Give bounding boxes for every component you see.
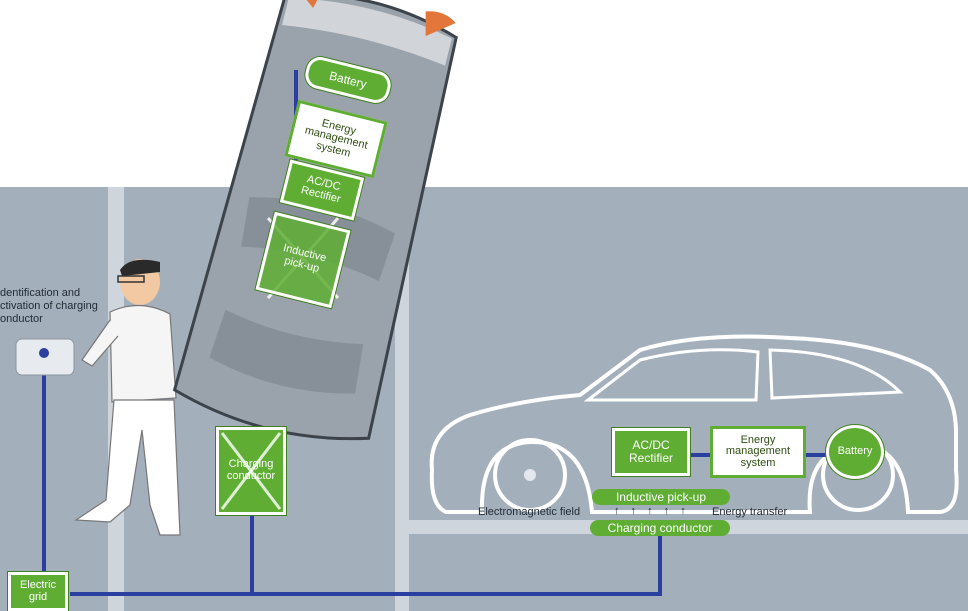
terminal-button <box>39 348 49 358</box>
side-battery-label: Battery <box>837 445 873 458</box>
pickup-strip: Inductive pick-up <box>592 489 730 505</box>
conductor-strip: Charging conductor <box>590 520 730 536</box>
electric-grid-label: Electric grid <box>19 578 57 603</box>
field-label: Electromagnetic field <box>478 506 581 518</box>
side-energy-box: Energy management system <box>710 426 806 478</box>
top-energy-label: Energy management system <box>303 116 369 160</box>
transfer-label: Energy transfer <box>712 506 788 518</box>
top-rectifier-label: AC/DC Rectifier <box>299 173 342 206</box>
activation-annotation: dentification and ctivation of charging … <box>0 287 98 325</box>
electric-grid-box: Electric grid <box>8 572 68 611</box>
side-energy-label: Energy management system <box>725 433 791 469</box>
top-pickup-label: Inductive pick-up <box>281 242 328 275</box>
side-rectifier-box: AC/DC Rectifier <box>612 428 690 476</box>
side-rectifier-label: AC/DC Rectifier <box>628 438 673 465</box>
cross-icon <box>220 432 282 510</box>
grid-cable <box>42 360 662 596</box>
person-figure <box>74 259 181 536</box>
top-battery-label: Battery <box>327 68 369 92</box>
ground-conductor-label: Charging conductor <box>226 458 276 482</box>
side-battery-box: Battery <box>826 425 884 479</box>
wheel-hub-icon <box>524 469 536 481</box>
arrow-up-icon: ↑ ↑ ↑ ↑ ↑ <box>614 505 690 517</box>
